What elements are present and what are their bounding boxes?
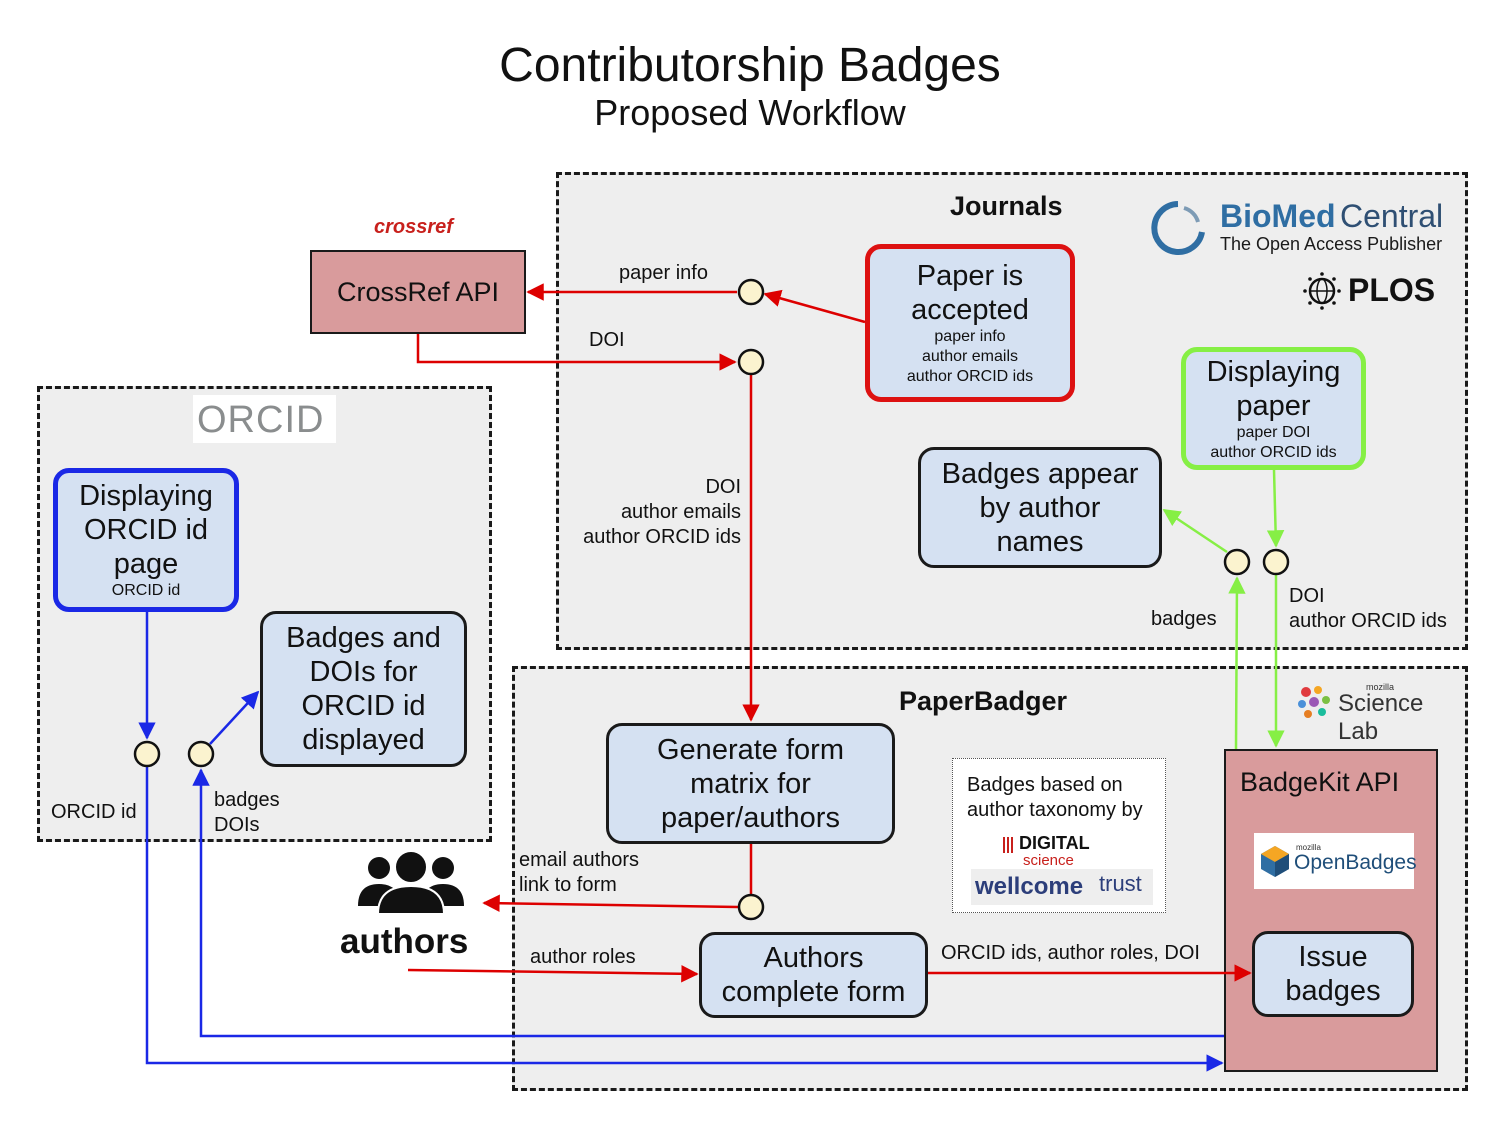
badgekit-api-label: BadgeKit API [1240,767,1400,797]
edge-label-email-authors: email authors link to form [519,849,640,896]
edge-label-orcid-roles-doi: ORCID ids, author roles, DOI [941,942,1200,964]
edge-label-author-roles: author roles [530,946,636,968]
orcid-logo: ORCID [193,395,336,443]
badges-dois-orcid-label: Badges and DOIs for ORCID id displayed [286,622,441,756]
displaying-orcid-title: Displaying ORCID id page [79,480,213,580]
authors-label: authors [340,922,469,961]
plos-globe-icon [1303,272,1341,310]
issue-badges-label: Issue badges [1285,941,1381,1007]
edge-display-paper-to-dot [1266,469,1285,548]
badges-appear-label: Badges appear by author names [941,457,1139,558]
plos-logo: PLOS [1302,270,1442,312]
junction-dot-doi [737,348,765,376]
biomed-swoosh-icon [1151,201,1205,255]
junction-dot-doi-orcid [1262,548,1290,576]
mozilla-science-lab-logo: mozilla Science Lab [1294,680,1454,745]
edge-green-dot-to-badges-appear [1162,508,1228,554]
paper-accepted-details: paper info author emails author ORCID id… [906,328,1034,385]
science-logo-text: science [1023,852,1074,869]
taxonomy-note-text: Badges based on author taxonomy by [967,774,1143,821]
edge-badgekit-to-badges-dot [192,768,1224,1038]
openbadges-logo-text: OpenBadges [1294,851,1417,874]
science-lab-text: Science Lab [1338,690,1424,745]
generate-form-node: Generate form matrix for paper/authors [606,723,895,844]
biomed-logo-sub: The Open Access Publisher [1220,234,1443,254]
crossref-api-label: CrossRef API [336,276,500,307]
issue-badges-node: Issue badges [1252,931,1414,1017]
edge-label-orcid-id: ORCID id [51,801,137,823]
paper-accepted-title: Paper is accepted [911,260,1029,326]
badges-dois-orcid-node: Badges and DOIs for ORCID id displayed [260,611,467,767]
diagram-title: Contributorship Badges [499,39,1001,92]
junction-dot-orcid-id [133,740,161,768]
digital-science-dots-icon [1003,837,1015,853]
biomed-logo-main: BioMed [1220,198,1336,234]
displaying-paper-title: Displaying paper [1206,355,1341,422]
displaying-orcid-details: ORCID id [111,582,181,599]
badgekit-api-box: BadgeKit API mozilla OpenBadges [1224,749,1438,1072]
edge-label-badges-green: badges [1151,608,1217,630]
plos-logo-text: PLOS [1348,272,1436,308]
paper-accepted-node: Paper is accepted paper info author emai… [865,244,1075,402]
wellcome-trust-logo: wellcome trust [971,869,1153,905]
wellcome-logo-text: wellcome [975,873,1084,900]
crossref-api-box: CrossRef API [310,250,526,334]
diagram-subtitle: Proposed Workflow [594,92,906,133]
orcid-logo-text: ORCID [197,399,325,441]
displaying-paper-details: paper DOI author ORCID ids [1210,423,1337,461]
edge-label-badges-dois: badges DOIs [214,789,280,836]
journals-label: Journals [950,191,1063,221]
displaying-paper-node: Displaying paper paper DOI author ORCID … [1181,347,1366,470]
junction-dot-badges-dois [187,740,215,768]
badges-appear-node: Badges appear by author names [918,447,1162,568]
edge-label-doi-emails-ids: DOI author emails author ORCID ids [583,476,741,548]
junction-dot-email [737,893,765,921]
trust-logo-text: trust [1099,871,1142,896]
displaying-orcid-node: Displaying ORCID id page ORCID id [53,468,239,612]
openbadges-logo: mozilla OpenBadges [1254,833,1417,889]
edge-label-doi-top: DOI [589,329,625,351]
junction-dot-paper-info [737,278,765,306]
science-lab-mozilla-text: mozilla [1366,682,1395,692]
edge-orcid-dot-to-badgekit [145,766,1224,1072]
edge-badges-dot-to-display [209,690,260,745]
openbadges-cube-icon [1261,846,1289,877]
digital-science-logo: DIGITAL science [1001,833,1121,869]
digital-logo-text: DIGITAL [1019,833,1090,853]
edge-crossref-to-dot-doi [416,334,737,371]
biomed-logo-central: Central [1340,198,1444,234]
edge-label-doi-orcid-ids: DOI author ORCID ids [1289,585,1447,632]
crossref-logo: crossref [372,212,462,244]
edge-authors-to-complete [407,965,699,983]
biomed-central-logo: BioMed Central The Open Access Publisher [1148,196,1448,260]
openbadges-mozilla-text: mozilla [1296,843,1321,852]
authors-complete-label: Authors complete form [721,942,906,1008]
generate-form-label: Generate form matrix for paper/authors [657,733,844,834]
crossref-logo-text: crossref [374,216,453,238]
paperbadger-label: PaperBadger [899,686,1068,716]
authors-complete-node: Authors complete form [699,932,928,1018]
authors-people-icon [358,850,464,915]
junction-dot-badges-green [1223,548,1251,576]
edge-label-paper-info: paper info [619,262,708,284]
edge-dot-email-to-authors [482,894,739,912]
edge-paper-to-dot-info [763,289,866,324]
taxonomy-note: Badges based on author taxonomy by DIGIT… [952,758,1166,913]
science-lab-dots-icon [1298,686,1330,718]
edge-badgekit-to-badges-green-dot [1228,576,1246,750]
